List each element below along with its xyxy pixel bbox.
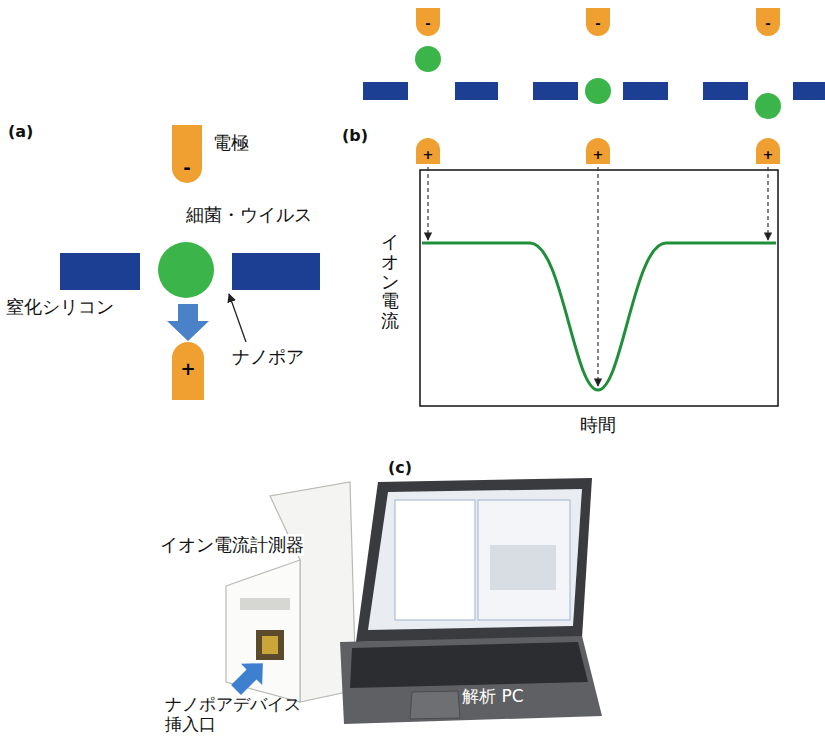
panel-letter: (b) [342,126,368,145]
insert-arrow [225,653,273,701]
instrument-box [226,482,356,702]
part-label: 窒化シリコン [6,296,114,318]
laptop [340,478,602,724]
electrode-sign: + [586,148,610,161]
electrode: - [756,8,780,36]
electrode-sign: + [756,148,780,161]
panel-letter: (a) [8,122,33,141]
part-label: ナノポア [232,346,304,368]
electrode: - [586,8,610,36]
part-label: ナノポアデバイス 挿入口 [165,694,306,735]
axis-label: イオン電流 [381,232,399,331]
part-label: イオン電流計測器 [160,534,304,556]
electrode-sign: + [172,360,204,378]
electrode-sign: - [416,17,440,30]
electrode: + [756,138,780,164]
electrode-sign: - [172,159,202,177]
axis-label: 時間 [580,414,616,436]
electrode: + [586,138,610,164]
dashed-pointers [428,167,768,386]
electrode: - [416,8,440,36]
panel-letter: (c) [388,458,412,477]
part-label: 電極 [213,132,249,154]
electrode: + [416,138,440,164]
electrode-sign: - [756,17,780,30]
electrode-sign: - [586,17,610,30]
electrode: - [172,125,202,183]
part-label: 細菌・ウイルス [186,204,312,226]
current-trace [422,243,776,390]
electrode-sign: + [416,148,440,161]
membrane-a [60,242,320,342]
part-label: 解析 PC [462,686,524,706]
particles-b [415,46,781,119]
electrode: + [172,342,204,400]
chart-frame [420,170,778,406]
